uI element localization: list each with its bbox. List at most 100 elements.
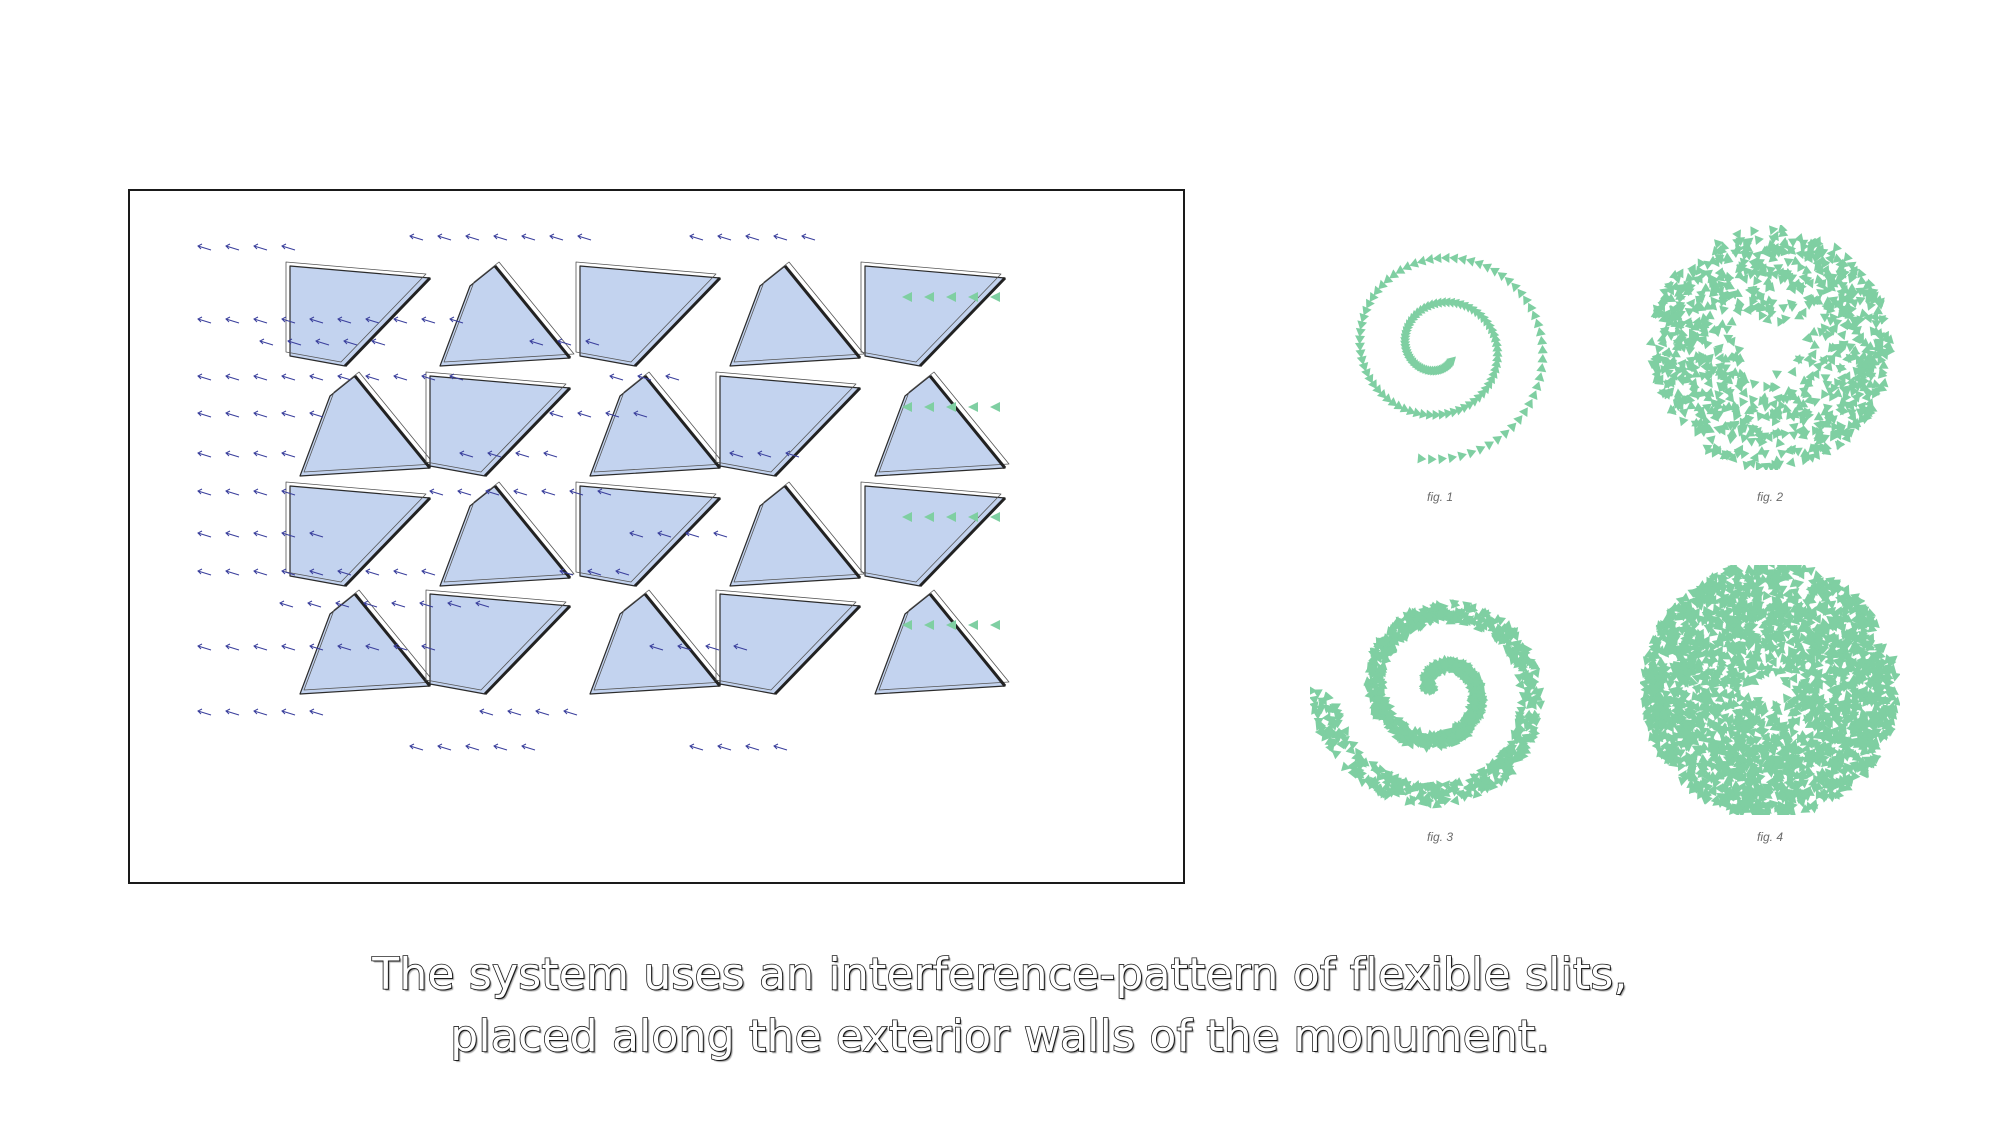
triangle-marker-icon xyxy=(1801,696,1812,706)
triangle-marker-icon xyxy=(1780,653,1790,663)
hinge-edge xyxy=(353,593,432,687)
triangle-marker-icon xyxy=(1450,598,1461,609)
triangle-marker-icon xyxy=(1459,403,1470,413)
left-arrow-icon xyxy=(773,743,788,751)
triangle-marker-icon xyxy=(1777,400,1787,411)
triangle-marker-icon xyxy=(1741,749,1751,760)
triangle-marker-icon xyxy=(1734,765,1744,776)
triangle-marker-icon xyxy=(1826,784,1837,794)
triangle-marker-icon xyxy=(1527,681,1538,691)
triangle-marker-icon xyxy=(1874,666,1885,677)
triangle-marker-icon xyxy=(1642,656,1653,666)
triangle-marker-icon xyxy=(1704,444,1715,455)
triangle-marker-icon xyxy=(1880,695,1891,705)
triangle-marker-icon xyxy=(1679,700,1689,710)
triangle-marker-icon xyxy=(1834,649,1845,659)
triangle-marker-icon xyxy=(1354,342,1365,352)
triangle-marker-icon xyxy=(1678,642,1689,652)
triangle-marker-icon xyxy=(1777,274,1788,285)
triangle-marker-icon xyxy=(1814,577,1824,587)
triangle-marker-icon xyxy=(1866,608,1876,618)
triangle-marker-icon xyxy=(946,620,956,630)
triangle-marker-icon xyxy=(1813,602,1823,613)
left-arrow-icon xyxy=(279,600,294,608)
triangle-marker-icon xyxy=(1793,780,1804,790)
triangle-marker-icon xyxy=(1700,692,1711,702)
triangle-marker-icon xyxy=(1758,310,1768,321)
triangle-marker-icon xyxy=(1869,312,1879,322)
triangle-marker-icon xyxy=(1432,409,1442,420)
left-arrow-icon xyxy=(281,488,296,496)
triangle-marker-icon xyxy=(1370,762,1381,772)
left-arrow-icon xyxy=(287,338,302,346)
triangle-marker-icon xyxy=(1865,692,1876,703)
triangle-marker-icon xyxy=(1391,732,1401,743)
triangle-marker-icon xyxy=(1354,769,1365,779)
triangle-marker-icon xyxy=(1765,282,1775,293)
triangle-marker-icon xyxy=(1659,619,1669,630)
triangle-marker-icon xyxy=(946,512,956,522)
triangle-marker-icon xyxy=(1775,747,1785,758)
triangle-marker-icon xyxy=(1416,255,1427,266)
triangle-marker-icon xyxy=(1695,614,1706,625)
triangle-marker-icon xyxy=(1708,627,1719,637)
triangle-marker-icon xyxy=(1778,565,1788,571)
triangle-marker-icon xyxy=(1812,236,1822,247)
triangle-marker-icon xyxy=(1851,325,1862,335)
triangle-marker-icon xyxy=(1763,664,1774,675)
marker-cloud xyxy=(1354,252,1548,465)
triangle-marker-icon xyxy=(1707,572,1718,581)
triangle-marker-icon xyxy=(1475,622,1485,633)
triangle-marker-icon xyxy=(1756,446,1767,455)
triangle-marker-icon xyxy=(1703,758,1713,769)
left-arrow-icon xyxy=(197,643,212,651)
triangle-marker-icon xyxy=(1849,386,1859,397)
triangle-marker-icon xyxy=(1767,580,1778,590)
triangle-marker-icon xyxy=(1713,347,1723,357)
triangle-marker-icon xyxy=(1795,642,1806,652)
triangle-marker-icon xyxy=(1851,690,1861,701)
left-arrow-icon xyxy=(479,708,494,716)
triangle-marker-icon xyxy=(1884,334,1894,344)
triangle-marker-icon xyxy=(1348,740,1359,750)
triangle-marker-icon xyxy=(1721,799,1731,810)
triangle-marker-icon xyxy=(1715,740,1726,750)
triangle-marker-icon xyxy=(1723,334,1734,344)
triangle-marker-icon xyxy=(1492,435,1503,445)
triangle-marker-icon xyxy=(1681,725,1692,735)
slit-panel xyxy=(874,593,1006,695)
triangle-marker-icon xyxy=(1810,784,1820,794)
triangle-marker-icon xyxy=(1839,258,1850,269)
triangle-marker-icon xyxy=(1537,353,1548,363)
triangle-marker-icon xyxy=(1706,607,1716,618)
triangle-marker-icon xyxy=(1700,586,1711,596)
triangle-marker-icon xyxy=(1755,292,1765,303)
triangle-marker-icon xyxy=(1830,428,1841,439)
triangle-marker-icon xyxy=(1685,661,1696,671)
marker-row xyxy=(902,512,1000,522)
triangle-marker-icon xyxy=(1518,407,1528,418)
triangle-marker-icon xyxy=(1800,670,1809,681)
left-arrow-icon xyxy=(465,743,480,751)
triangle-marker-icon xyxy=(1859,308,1870,318)
triangle-marker-icon xyxy=(1810,254,1821,263)
marker-cloud xyxy=(1645,225,1896,470)
triangle-marker-icon xyxy=(1798,239,1809,249)
triangle-marker-icon xyxy=(1534,687,1545,697)
triangle-marker-icon xyxy=(1382,393,1392,403)
triangle-marker-icon xyxy=(1886,663,1897,674)
triangle-marker-icon xyxy=(1451,723,1461,734)
triangle-marker-icon xyxy=(1773,758,1784,769)
triangle-marker-icon xyxy=(1355,349,1366,359)
triangle-marker-icon xyxy=(1847,713,1857,724)
triangle-marker-icon xyxy=(1473,620,1484,630)
triangle-marker-icon xyxy=(1736,692,1746,703)
left-arrow-icon xyxy=(281,243,296,251)
triangle-marker-icon xyxy=(1673,392,1684,402)
triangle-marker-icon xyxy=(1855,287,1866,297)
triangle-marker-icon xyxy=(1753,565,1763,572)
triangle-marker-icon xyxy=(1714,693,1725,703)
triangle-marker-icon xyxy=(1687,588,1698,598)
triangle-marker-icon xyxy=(1752,784,1763,794)
left-arrow-icon xyxy=(493,743,508,751)
